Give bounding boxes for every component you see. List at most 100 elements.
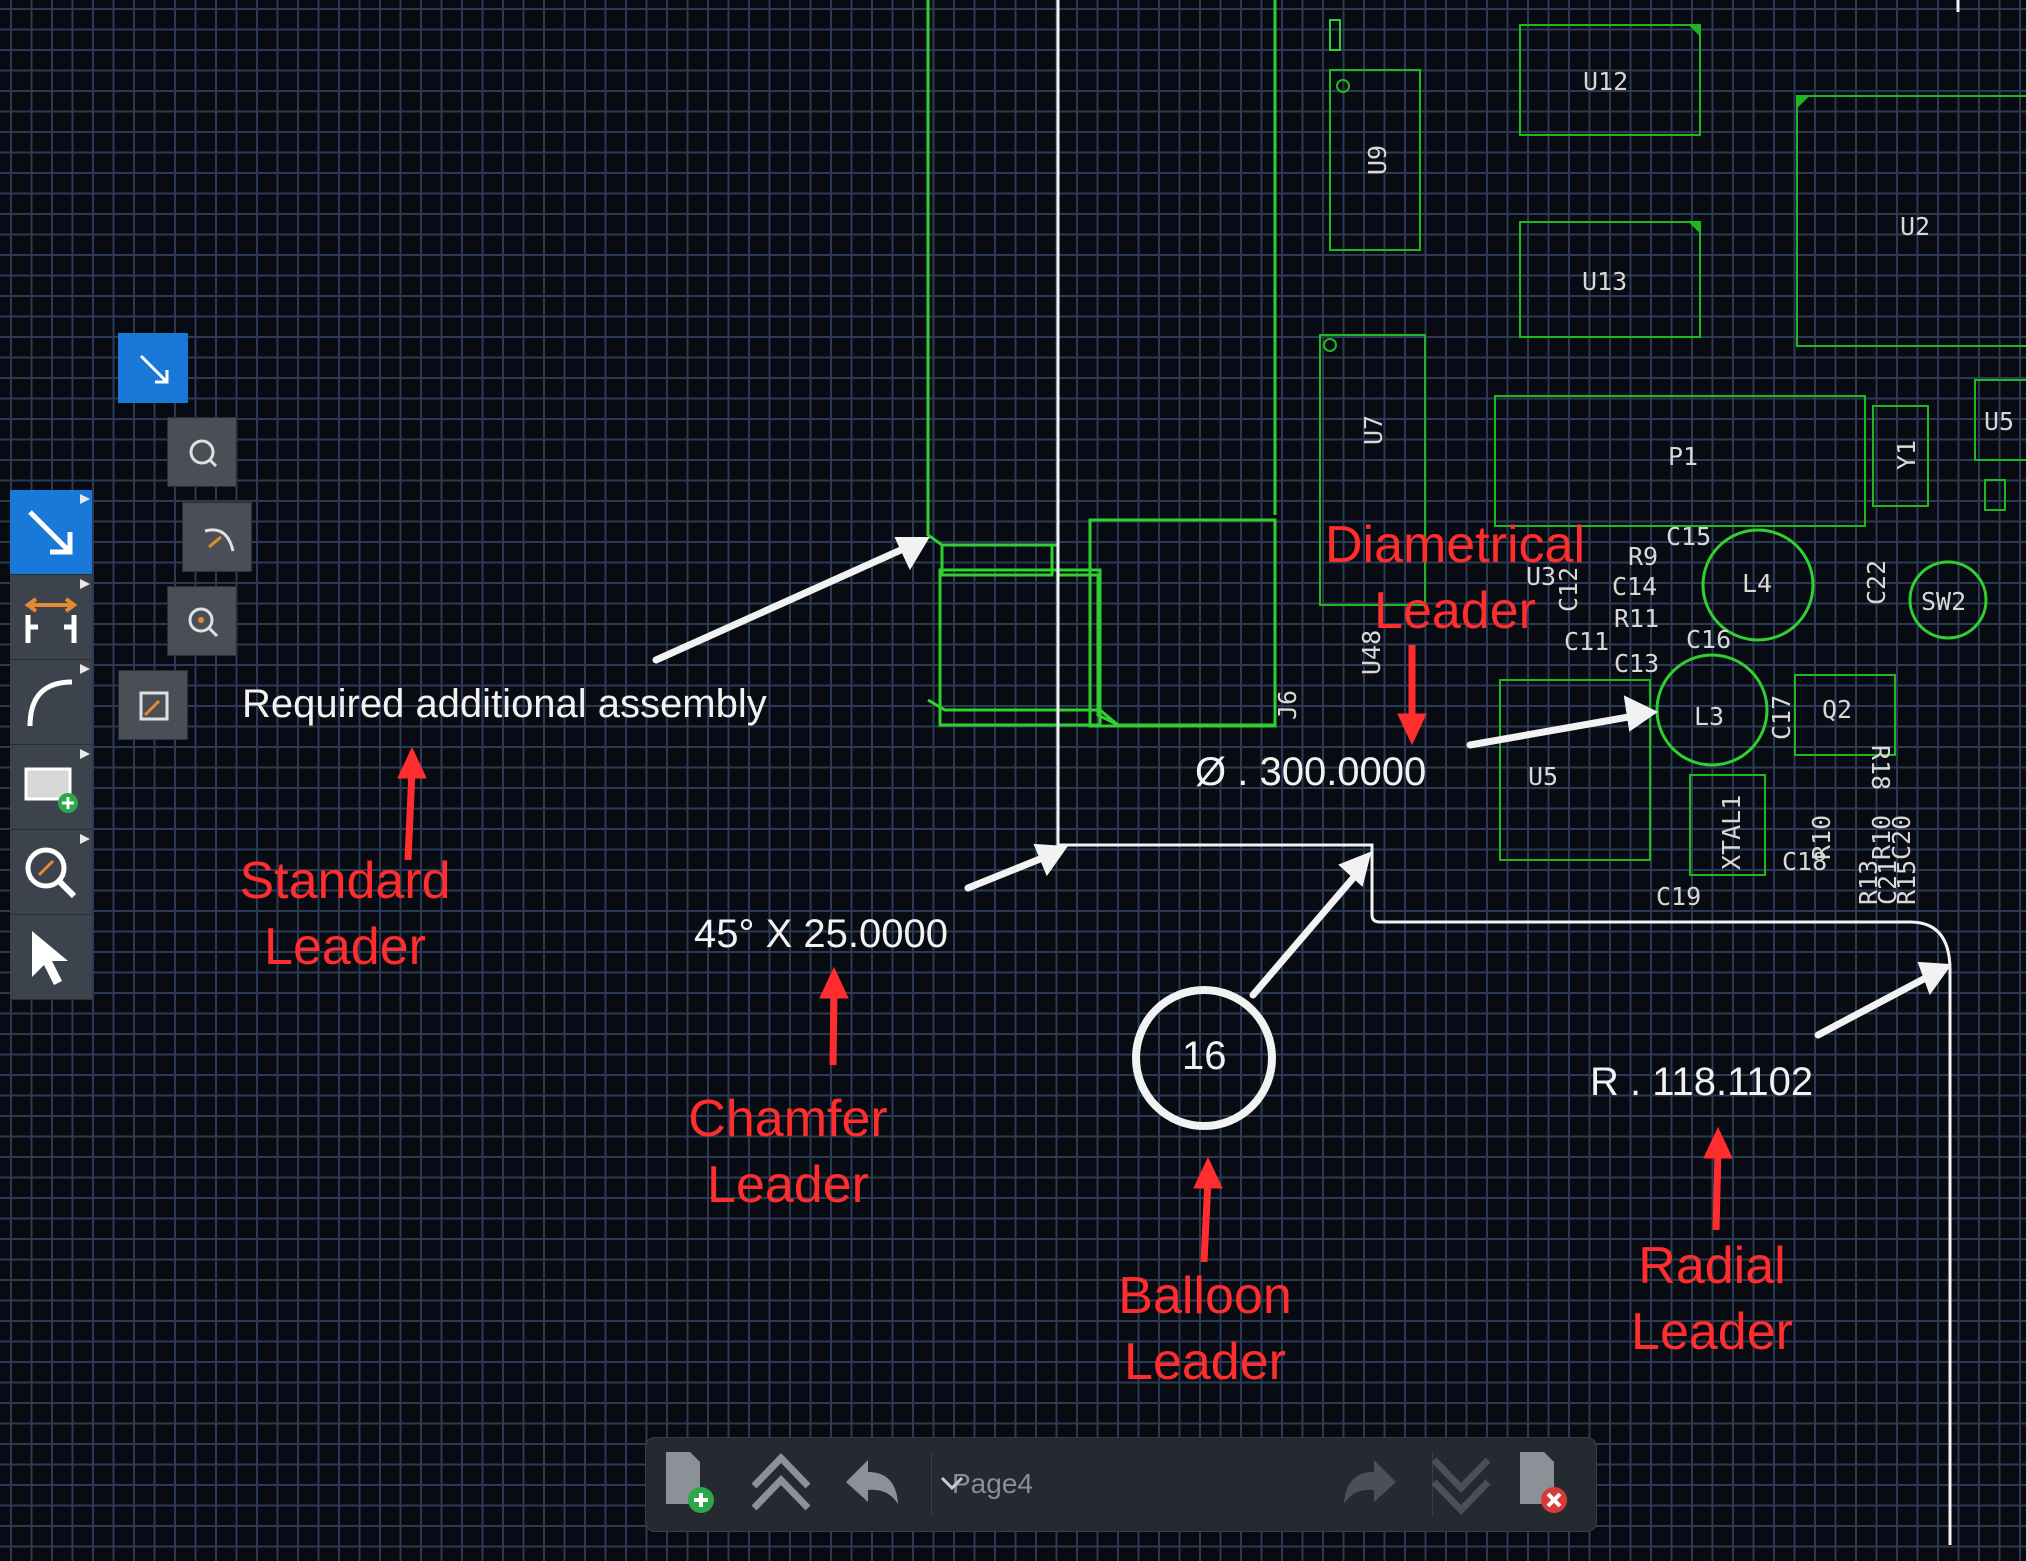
ref-c17: C17 [1767,695,1796,740]
diametrical-leader-callout: Diametrical Leader [1305,512,1605,644]
ref-r9: R9 [1628,542,1658,571]
standard-leader-icon [28,510,73,555]
standard-leader-line [652,541,916,664]
delete-page-button[interactable] [1506,1438,1596,1531]
callout-line: Leader [1631,1303,1793,1361]
standard-leader-tool[interactable] [10,490,92,575]
next-page-icon [1344,1460,1396,1504]
callout-line: Leader [264,918,426,976]
zoom-tool[interactable] [10,830,92,915]
ref-c16: C16 [1686,625,1731,654]
ref-c11: C11 [1564,627,1609,656]
callout-line: Radial [1638,1237,1786,1295]
ref-c14: C14 [1612,572,1657,601]
callout-line: Balloon [1118,1267,1292,1325]
ref-r11: R11 [1614,604,1659,633]
callout-line: Leader [1374,582,1536,640]
chamfer-dimension-text[interactable]: 45° X 25.0000 [694,912,948,956]
next-page-button[interactable] [1326,1438,1416,1531]
add-page-button[interactable] [646,1438,736,1531]
ref-r10: R10 [1807,815,1836,860]
ref-c22: C22 [1862,560,1891,605]
callout-line: Leader [707,1156,869,1214]
ref-c15: C15 [1666,522,1711,551]
leader-arrow-icon [139,354,169,384]
balloon-circle [1132,986,1276,1130]
ref-c21: C21 [1873,860,1902,905]
leader-arrow-tool[interactable] [118,333,188,403]
chamfer-leader-line [964,851,1054,892]
ref-c20: C20 [1887,815,1916,860]
chamfer-leader-callout: Chamfer Leader [668,1086,908,1218]
zoom-target-tool[interactable] [167,586,237,656]
radial-dimension-text[interactable]: R . 118.1102 [1590,1060,1814,1104]
radial-leader-callout: Radial Leader [1612,1233,1812,1365]
diametrical-dimension-text[interactable]: Ø . 300.0000 [1195,750,1427,794]
reference-designators: U12 U13 U2 P1 U5 R9 C15 L4 SW2 U3 C14 R1… [1273,67,2014,911]
last-page-button[interactable] [1416,1438,1506,1531]
ref-u5b: U5 [1984,407,2014,436]
note-icon [139,691,169,721]
zoom-icon [25,847,77,899]
ref-q2: Q2 [1822,695,1852,724]
balloon-number[interactable]: 16 [1182,1034,1227,1078]
chevron-down-icon [940,1476,964,1491]
first-page-button[interactable] [736,1438,826,1531]
ref-l3: L3 [1694,702,1724,731]
ref-u48: U48 [1357,630,1386,675]
ref-p1: P1 [1668,442,1698,471]
callout-line: Leader [1124,1333,1286,1391]
standard-annotation-text[interactable]: Required additional assembly [242,682,767,726]
callout-line: Chamfer [688,1090,888,1148]
callout-line: Standard [239,852,451,910]
last-page-icon [1431,1457,1491,1516]
ref-u5: U5 [1528,762,1558,791]
add-rectangle-tool[interactable] [10,745,92,830]
standard-leader-callout: Standard Leader [220,848,470,980]
diametrical-leader-line [1466,711,1644,749]
ref-c12: C12 [1554,567,1583,612]
ref-j6: J6 [1273,690,1302,720]
previous-page-icon [846,1460,898,1504]
ref-y1: Y1 [1892,440,1921,470]
ref-c18: C18 [1782,847,1827,876]
dimension-tool[interactable] [10,575,92,660]
ref-sw2: SW2 [1921,587,1966,616]
ref-xtal1: XTAL1 [1717,795,1746,870]
ref-r18: R18 [1866,745,1895,790]
radial-leader-line [1814,969,1939,1039]
select-arrow-icon [32,931,68,985]
callout-line: Diametrical [1324,516,1586,574]
page-select-value: Page4 [952,1468,1033,1499]
ref-c19: C19 [1656,882,1701,911]
circle-zoom-tool[interactable] [167,417,237,487]
note-tool[interactable] [118,670,188,740]
ref-u13: U13 [1582,267,1627,296]
ref-c13: C13 [1614,649,1659,678]
ref-u9: U9 [1363,145,1392,175]
dimension-icon [24,597,78,643]
ref-u7: U7 [1359,415,1388,445]
ref-r13: R13 [1854,860,1883,905]
arc-radial-tool[interactable] [182,502,252,572]
ref-r15: R15 [1892,860,1921,905]
previous-page-button[interactable] [826,1438,916,1531]
ref-r10b: R10 [1867,815,1896,860]
first-page-icon [751,1452,811,1511]
balloon-leader-callout: Balloon Leader [1085,1263,1325,1395]
ref-u3: U3 [1526,562,1556,591]
arc-radial-icon [204,528,235,552]
zoom-target-icon [188,607,219,638]
ref-l4: L4 [1742,569,1772,598]
arc-icon [27,679,73,727]
select-tool[interactable] [10,915,92,1000]
delete-page-icon [1520,1452,1567,1513]
circle-zoom-icon [189,439,218,468]
arc-tool[interactable] [10,660,92,745]
page-navigation-bar: Page4 [645,1437,1597,1532]
ref-u12: U12 [1583,67,1628,96]
ref-u2: U2 [1900,212,1930,241]
balloon-leader-line [1249,866,1364,999]
